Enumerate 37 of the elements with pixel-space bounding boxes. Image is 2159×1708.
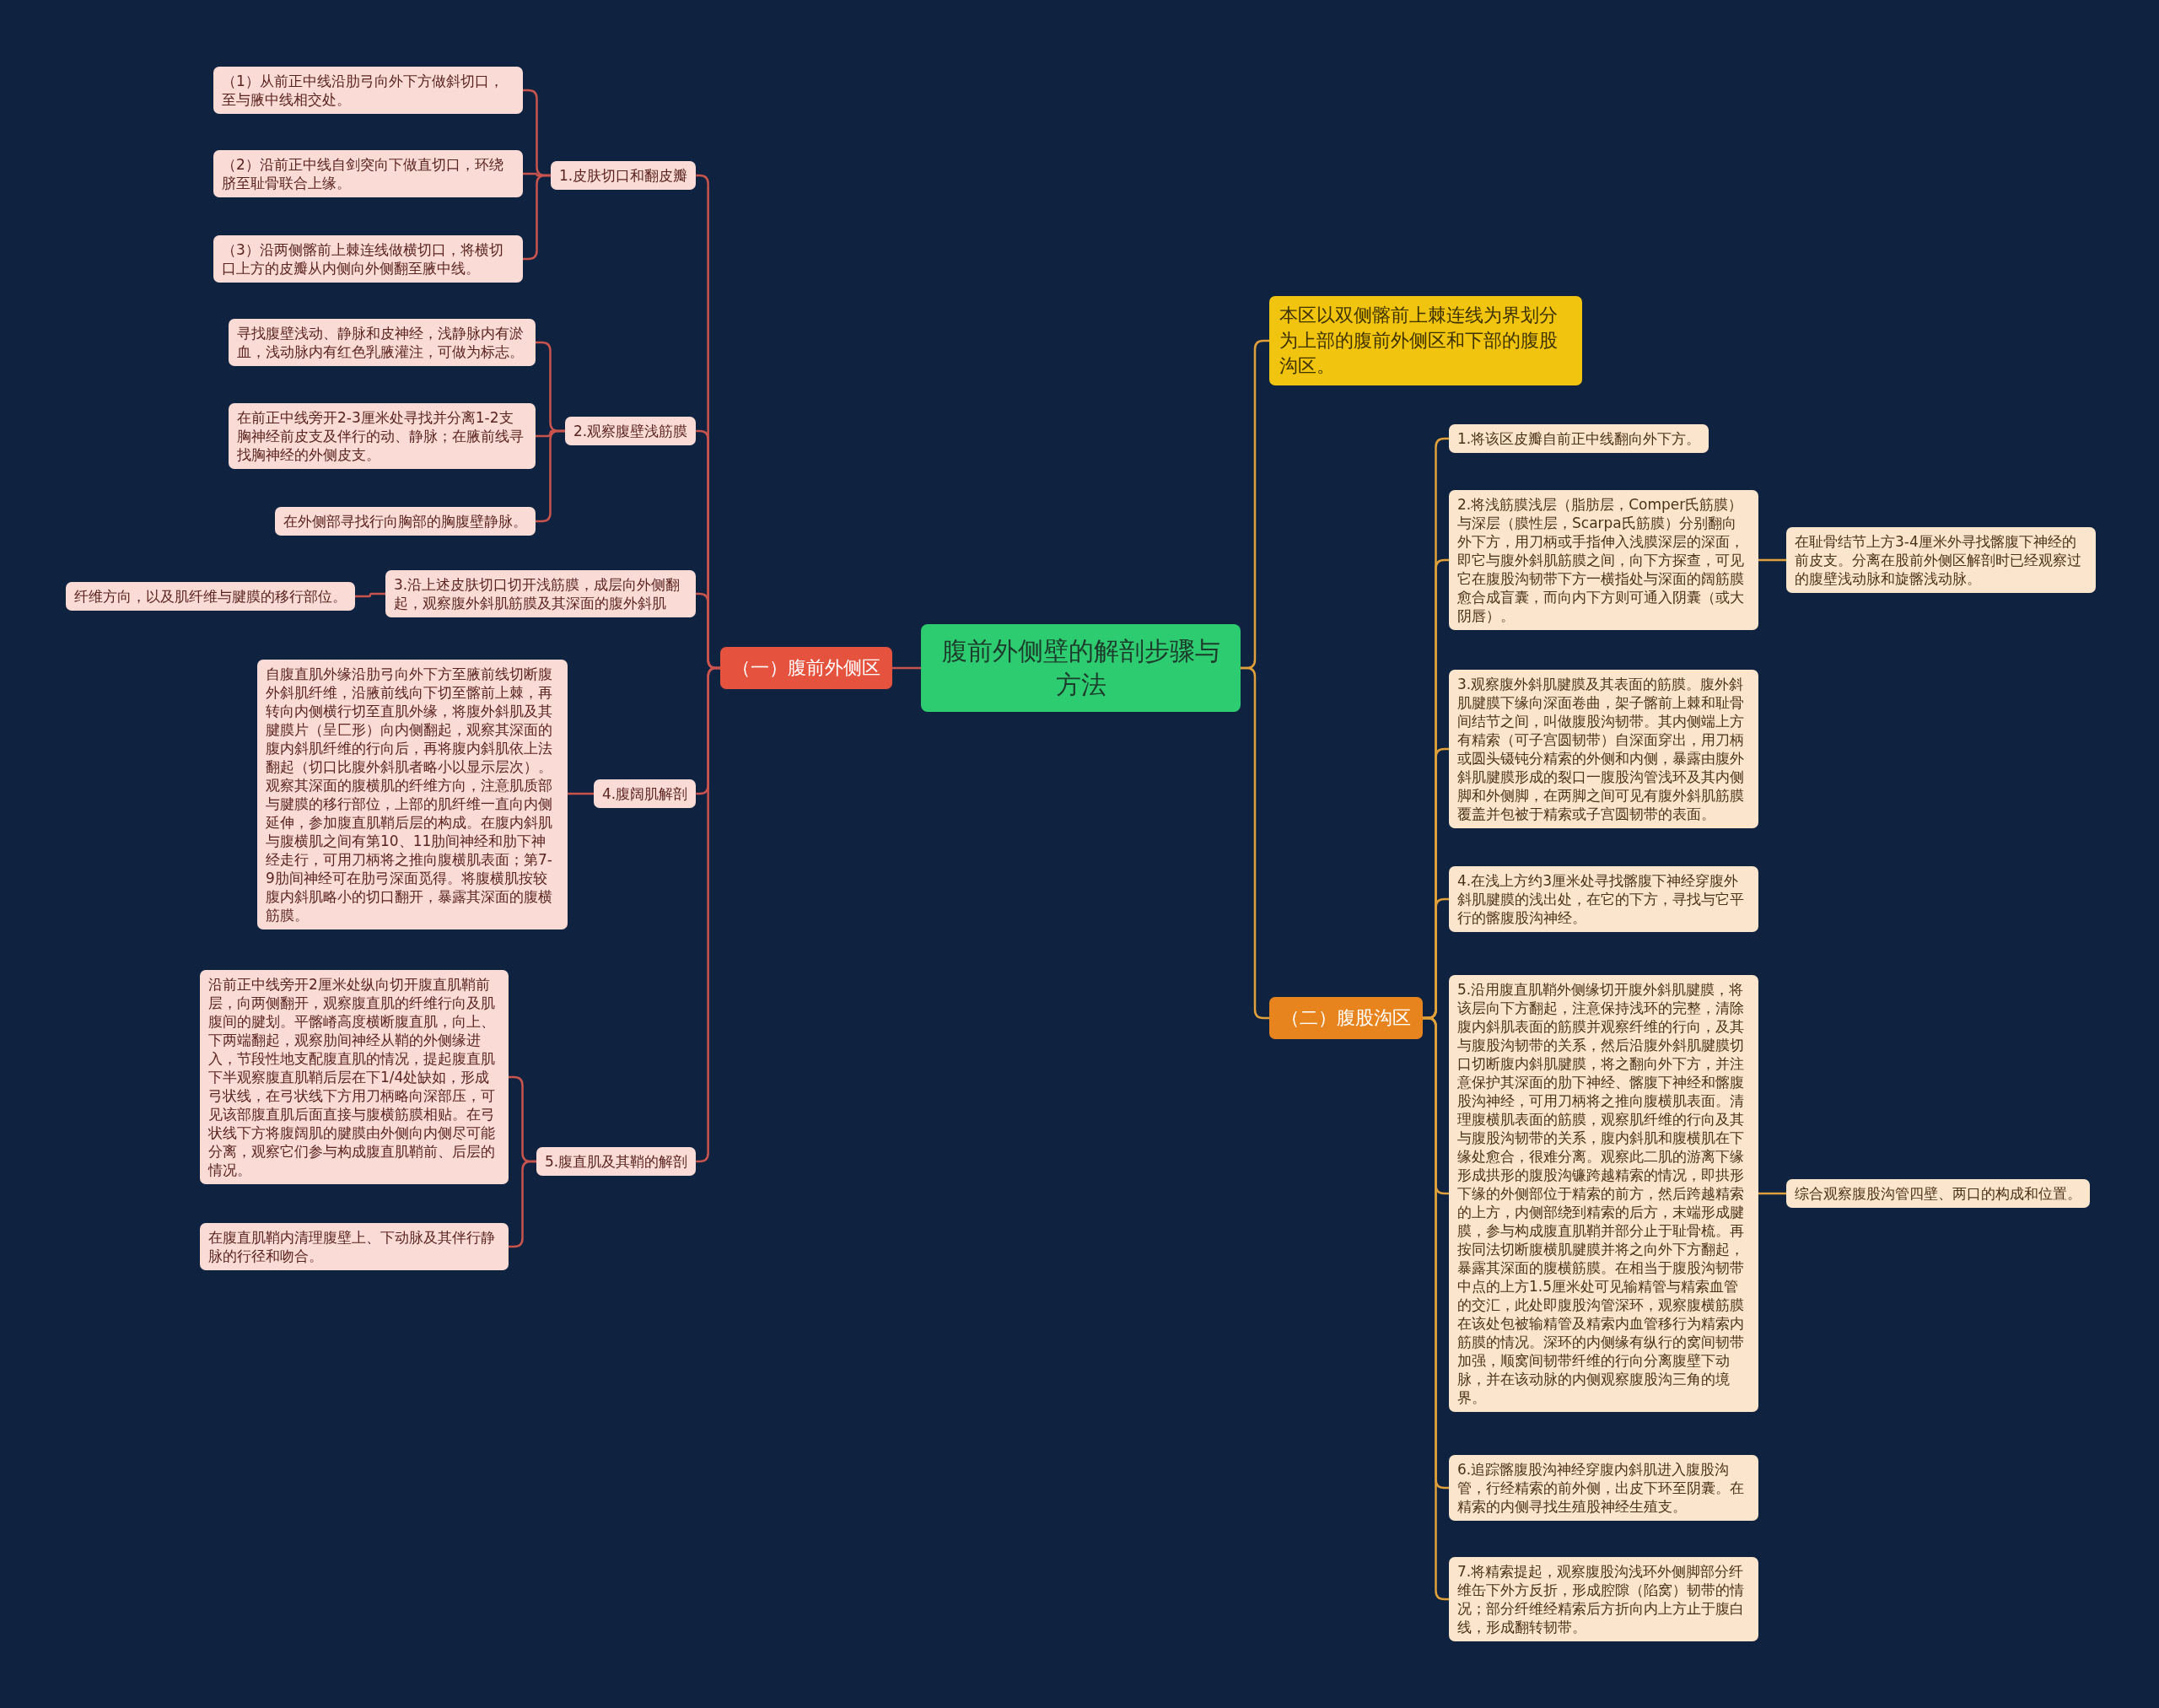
branch-box: （二）腹股沟区 bbox=[1269, 997, 1423, 1039]
connector-line bbox=[523, 174, 551, 261]
note-box: 在耻骨结节上方3-4厘米外寻找髂腹下神经的前皮支。分离在股前外侧区解剖时已经观察过的腹壁浅动脉和旋髂浅动脉。 bbox=[1786, 527, 2096, 593]
note-box: 纤维方向，以及肌纤维与腱膜的移行部位。 bbox=[66, 582, 355, 611]
note-box: 自腹直肌外缘沿肋弓向外下方至腋前线切断腹外斜肌纤维，沿腋前线向下切至髂前上棘，再转向内侧横行切至直肌外缘，将腹外斜肌及其腱膜片（呈匚形）向内侧翻起，观察其深面的腹内斜肌纤维的行向后，再将腹内斜肌依上法翻起（切口比腹外斜肌者略小以显示层次）。观察其深面的腹横肌的纤维方向，注意肌质部与腱膜的移行部位，上部的肌纤维一直向内侧延伸，参加腹直肌鞘后层的构成。在腹内斜肌与腹横肌之间有第10、11肋间神经和肋下神经走行，可用刀柄将之推向腹横肌表面；第7-9肋间神经可在肋弓深面觅得。将腹横肌按较腹内斜肌略小的切口翻开，暴露其深面的腹横筋膜。 bbox=[257, 660, 568, 929]
connector-line bbox=[355, 592, 385, 598]
note-box: 寻找腹壁浅动、静脉和皮神经，浅静脉内有淤血，浅动脉内有红色乳腋灌注，可做为标志。 bbox=[229, 319, 536, 366]
branch-box: （一）腹前外侧区 bbox=[720, 647, 892, 689]
note-box: （2）沿前正中线自剑突向下做直切口，环绕脐至耻骨联合上缘。 bbox=[213, 150, 523, 197]
subtopic-box: 3.沿上述皮肤切口切开浅筋膜，成层向外侧翻起，观察腹外斜肌筋膜及其深面的腹外斜肌 bbox=[385, 570, 696, 617]
central-topic-box: 腹前外侧壁的解剖步骤与方法 bbox=[921, 624, 1241, 712]
subtopic-box: 2.将浅筋膜浅层（脂肪层，Comper氏筋膜）与深层（膜性层，Scarpa氏筋膜）分别翻向外下方，用刀柄或手指伸入浅膜深层的深面，即它与腹外斜肌筋膜之间，向下方探查，可见它在腹股沟韧带下方一横指处与深面的阔筋膜愈合成盲囊，而向内下方则可通入阴囊（或大阴唇）。 bbox=[1449, 490, 1758, 630]
subtopic-box: 2.观察腹壁浅筋膜 bbox=[565, 417, 697, 445]
connector-line bbox=[1758, 558, 1786, 562]
subtopic-box: 1.将该区皮瓣自前正中线翻向外下方。 bbox=[1449, 424, 1709, 453]
note-box: （3）沿两侧髂前上棘连线做横切口，将横切口上方的皮瓣从内侧向外侧翻至腋中线。 bbox=[213, 235, 523, 283]
connector-line bbox=[536, 429, 565, 523]
connector-line bbox=[1241, 666, 1269, 1020]
note-box: 沿前正中线旁开2厘米处纵向切开腹直肌鞘前层，向两侧翻开，观察腹直肌的纤维行向及肌腹间的腱划。平髂嵴高度横断腹直肌，向上、下两端翻起，观察肋间神经从鞘的外侧缘进入，节段性地支配腹直肌的情况，提起腹直肌下半观察腹直肌鞘后层在下1/4处缺如，形成弓状线，在弓状线下方用刀柄略向深部压，可见该部腹直肌后面直接与腹横筋膜相贴。在弓状线下方将腹阔肌的腱膜由外侧向内侧尽可能分离，观察它们参与构成腹直肌鞘前、后层的情况。 bbox=[200, 970, 509, 1184]
connector-line bbox=[1758, 1192, 1786, 1195]
note-box: 在前正中线旁开2-3厘米处寻找并分离1-2支胸神经前皮支及伴行的动、静脉；在腋前线寻找胸神经的外侧皮支。 bbox=[229, 403, 536, 469]
summary-box: 本区以双侧髂前上棘连线为界划分为上部的腹前外侧区和下部的腹股沟区。 bbox=[1269, 296, 1582, 385]
subtopic-box: 6.追踪髂腹股沟神经穿腹内斜肌进入腹股沟管，行经精索的前外侧，出皮下环至阴囊。在精索的内侧寻找生殖股神经生殖支。 bbox=[1449, 1455, 1758, 1521]
subtopic-box: 7.将精索提起，观察腹股沟浅环外侧脚部分纤维缶下外方反折，形成腔隙（陷窝）韧带的情况；部分纤维经精索后方折向内上方止于腹白线，形成翻转韧带。 bbox=[1449, 1557, 1758, 1641]
subtopic-box: 3.观察腹外斜肌腱膜及其表面的筋膜。腹外斜肌腱膜下缘向深面卷曲，架子髂前上棘和耻骨间结节之间，叫做腹股沟韧带。其内侧端上方有精索（可子宫圆韧带）自深面穿出，用刀柄或圆头镊钝分精索的外侧和内侧，暴露由腹外斜肌腱膜形成的裂口一腹股沟管浅环及其内侧脚和外侧脚，在两脚之间可见有腹外斜肌筋膜覆盖并包被于精索或子宫圆韧带的表面。 bbox=[1449, 670, 1758, 828]
note-box: 在腹直肌鞘内清理腹壁上、下动脉及其伴行静脉的行径和吻合。 bbox=[200, 1223, 509, 1270]
connector-line bbox=[568, 792, 594, 795]
connector-line bbox=[509, 1160, 536, 1248]
subtopic-box: 5.沿用腹直肌鞘外侧缘切开腹外斜肌腱膜，将该层向下方翻起，注意保持浅环的完整，清除腹内斜肌表面的筋膜并观察纤维的行向，及其与腹股沟韧带的关系，然后沿腹外斜肌腱膜切口切断腹内斜肌腱膜，将之翻向外下方，并注意保护其深面的肋下神经、髂腹下神经和髂腹股沟神经，可用刀柄将之推向腹横肌表面。清理腹横肌表面的筋膜，观察肌纤维的行向及其与腹股沟韧带的关系，腹内斜肌和腹横肌在下缘处愈合，很难分离。观察此二肌的游离下缘形成拱形的腹股沟镰跨越精索的情况，即拱形下缘的外侧部位于精索的前方，然后跨越精索的上方，内侧部绕到精索的后方，末端形成腱膜，参与构成腹直肌鞘并部分止于耻骨梳。再按同法切断腹横肌腱膜并将之向外下方翻起，暴露其深面的腹横筋膜。在相当于腹股沟韧带中点的上方1.5厘米处可见输精管与精索血管的交汇，此处即腹股沟管深环，观察腹横筋膜在该处包被输精管及精索内血管移行为精索内筋膜的情况。深环的内侧缘有纵行的窝间韧带加强，顺窝间韧带纤维的行向分离腹壁下动脉，并在该动脉的内侧观察腹股沟三角的境界。 bbox=[1449, 975, 1758, 1412]
connector-line bbox=[892, 666, 921, 670]
note-box: （1）从前正中线沿肋弓向外下方做斜切口，至与腋中线相交处。 bbox=[213, 67, 523, 114]
subtopic-box: 4.腹阔肌解剖 bbox=[594, 779, 697, 808]
subtopic-box: 4.在浅上方约3厘米处寻找髂腹下神经穿腹外斜肌腱膜的浅出处，在它的下方，寻找与它平行的髂腹股沟神经。 bbox=[1449, 866, 1758, 932]
note-box: 综合观察腹股沟管四壁、两口的构成和位置。 bbox=[1786, 1179, 2090, 1208]
subtopic-box: 1.皮肤切口和翻皮瓣 bbox=[551, 161, 697, 190]
subtopic-box: 5.腹直肌及其鞘的解剖 bbox=[536, 1147, 697, 1176]
note-box: 在外侧部寻找行向胸部的胸腹壁静脉。 bbox=[275, 507, 536, 536]
